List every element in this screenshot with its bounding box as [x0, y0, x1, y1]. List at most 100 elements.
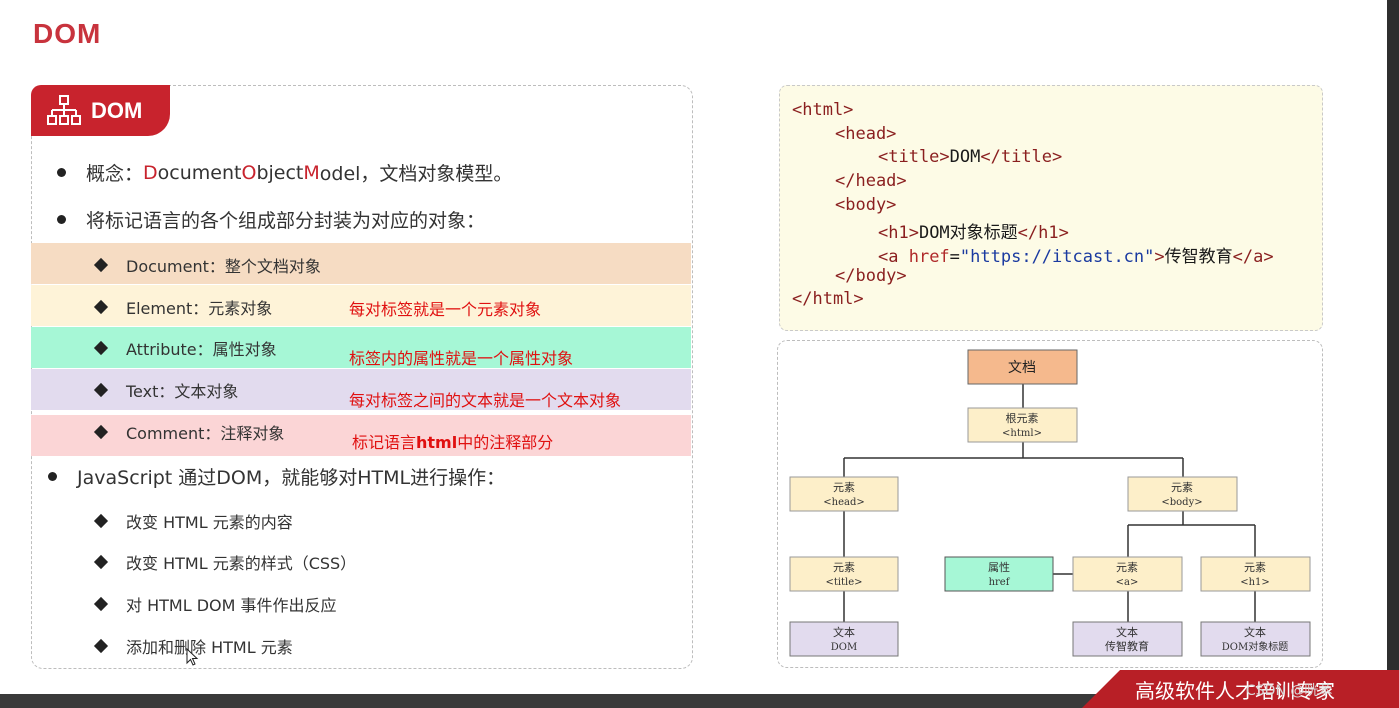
code-text: DOM对象标题: [918, 223, 1018, 243]
bullet-dot: [57, 168, 66, 177]
concept-letter-o: O: [241, 161, 257, 184]
code-card: [779, 85, 1323, 331]
object-label: Document：整个文档对象: [126, 257, 321, 276]
bullet-dot: [57, 215, 66, 224]
encapsulate-text: 将标记语言的各个组成部分封装为对应的对象：: [86, 210, 486, 232]
code-eq: =: [949, 247, 960, 267]
node-tag: <body>: [1161, 497, 1202, 508]
concept-letter-d: D: [143, 161, 158, 184]
hierarchy-icon: [47, 94, 81, 125]
note-comment-bold: html: [416, 433, 458, 452]
note-comment-pre: 标记语言: [352, 433, 417, 452]
csdn-watermark: CSDN @咣苯: [1246, 683, 1333, 699]
operation-item: 对 HTML DOM 事件作出反应: [93, 592, 337, 616]
note-comment: 标记语言html中的注释部分: [352, 429, 553, 453]
operation-label: 改变 HTML 元素的样式（CSS）: [126, 554, 357, 573]
object-item-comment: Comment：注释对象: [93, 420, 284, 444]
object-item-document: Document：整个文档对象: [93, 253, 321, 277]
node-label: 属性: [988, 560, 1010, 574]
band-text: [31, 369, 691, 410]
node-tag: <a>: [1116, 577, 1139, 588]
note-attribute: 标签内的属性就是一个属性对象: [349, 349, 574, 368]
node-document-label: 文档: [1008, 360, 1036, 376]
node-tag: <title>: [825, 577, 862, 588]
tree-connectors: [843, 384, 1256, 622]
note-text: 每对标签之间的文本就是一个文本对象: [349, 391, 622, 410]
node-label: 元素: [1244, 561, 1266, 574]
node-text-a: 文本 传智教育: [1072, 621, 1183, 657]
object-item-attribute: Attribute：属性对象: [93, 336, 277, 360]
encapsulate-bullet: 将标记语言的各个组成部分封装为对应的对象：: [57, 206, 485, 233]
object-label: Attribute：属性对象: [126, 340, 277, 359]
code-line: <body>: [835, 195, 897, 215]
node-tag: DOM对象标题: [1222, 640, 1288, 653]
operation-label: 对 HTML DOM 事件作出反应: [126, 596, 337, 615]
node-tag: href: [989, 577, 1011, 588]
code-line: <head>: [835, 124, 897, 144]
node-root-element: 根元素 <html>: [967, 407, 1078, 443]
bottom-bar: [0, 694, 1399, 708]
band-comment: [31, 415, 691, 456]
code-line: <h1>DOM对象标题</h1>: [878, 218, 1069, 243]
node-text-h1: 文本 DOM对象标题: [1200, 621, 1311, 657]
note-comment-post: 中的注释部分: [457, 433, 554, 452]
page-title: DOM: [33, 18, 102, 49]
code-text: DOM: [949, 147, 981, 167]
node-tag: <head>: [823, 497, 864, 508]
section-tag: DOM: [31, 85, 170, 136]
node-attribute-href: 属性 href: [944, 556, 1054, 592]
node-tag: <h1>: [1240, 577, 1270, 588]
node-document: 文档: [967, 349, 1078, 385]
node-text-dom: 文本 DOM: [789, 621, 899, 657]
node-tag: 传智教育: [1105, 639, 1149, 653]
node-label: 元素: [833, 481, 855, 494]
code-tag: </title>: [980, 147, 1063, 167]
code-line: <title>DOM</title>: [878, 147, 1062, 167]
tag-label: DOM: [91, 97, 143, 123]
operation-label: 改变 HTML 元素的内容: [126, 513, 293, 532]
node-label: 元素: [833, 561, 855, 574]
node-tag: <html>: [1002, 428, 1042, 439]
code-line: </body>: [835, 266, 907, 286]
concept-bject: bject: [256, 161, 304, 184]
node-head: 元素 <head>: [789, 476, 899, 512]
concept-prefix: 概念：: [86, 163, 144, 185]
code-tag: </a>: [1232, 247, 1274, 267]
node-a: 元素 <a>: [1072, 556, 1183, 592]
band-document: [31, 243, 691, 284]
code-attr: href: [908, 247, 950, 267]
concept-ocument: ocument: [157, 161, 242, 184]
node-label: 根元素: [1006, 411, 1039, 425]
node-body: 元素 <body>: [1127, 476, 1238, 512]
code-line: </html>: [792, 289, 864, 309]
code-tag: <title>: [878, 147, 950, 167]
node-h1: 元素 <h1>: [1200, 556, 1311, 592]
object-label: Text：文本对象: [126, 382, 239, 401]
object-label: Element：元素对象: [126, 299, 273, 318]
code-string: "https://itcast.cn": [959, 247, 1155, 267]
mouse-cursor-icon: [186, 648, 199, 666]
band-element: [31, 285, 691, 326]
js-bullet: JavaScript 通过DOM，就能够对HTML进行操作：: [48, 463, 505, 490]
node-tag: DOM: [831, 642, 857, 653]
band-attribute: [31, 327, 691, 368]
brand-banner: [1082, 670, 1399, 708]
dom-tree-card: [777, 340, 1323, 668]
operation-item: 改变 HTML 元素的样式（CSS）: [93, 550, 356, 574]
code-line: <a href="https://itcast.cn">传智教育</a>: [878, 242, 1274, 267]
operation-item: 改变 HTML 元素的内容: [93, 509, 293, 533]
js-heading: JavaScript 通过DOM，就能够对HTML进行操作：: [77, 467, 506, 489]
banner-text: 高级软件人才培训专家: [1135, 679, 1335, 703]
node-label: 文本: [1244, 625, 1266, 639]
node-label: 元素: [1116, 561, 1138, 574]
operation-item: 添加和删除 HTML 元素: [93, 634, 293, 658]
window-edge: [1387, 0, 1399, 694]
code-tag: <a: [878, 247, 909, 267]
code-text: 传智教育: [1164, 247, 1233, 267]
code-tag: >: [1154, 247, 1165, 267]
node-label: 文本: [1116, 625, 1138, 639]
node-label: 元素: [1171, 481, 1193, 494]
object-item-text: Text：文本对象: [93, 378, 238, 402]
